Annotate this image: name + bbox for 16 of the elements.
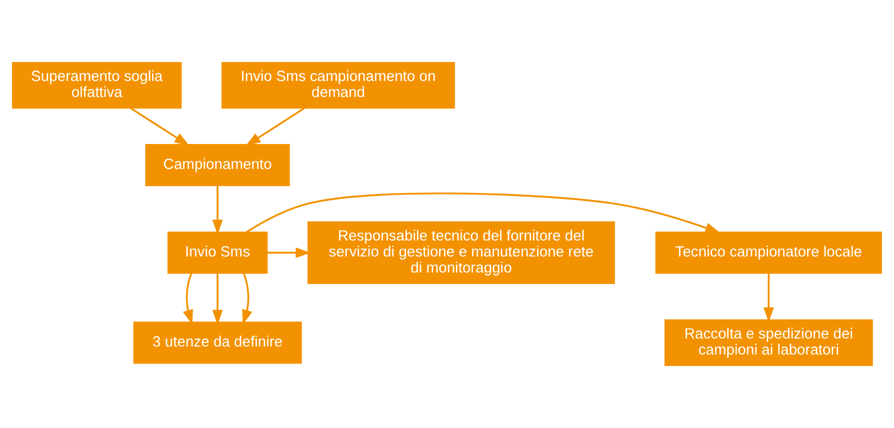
arrow — [212, 273, 223, 325]
arrow — [763, 273, 774, 322]
node-box: Invio Sms — [167, 232, 268, 274]
arrow — [182, 272, 193, 325]
node-box: Raccolta e spedizione dei campioni ai laboratori — [664, 319, 873, 366]
node-box: 3 utenze da definire — [133, 322, 302, 364]
arrow — [212, 186, 223, 235]
arrow — [246, 192, 720, 234]
node-box: Responsabile tecnico del fornitore del servizio di gestione e manutenzione rete di monitoraggio — [308, 221, 615, 284]
arrow — [130, 107, 190, 146]
node-box: Campionamento — [145, 144, 290, 186]
node-box: Invio Sms campionamento on demand — [222, 62, 455, 109]
node-box: Tecnico campionatore locale — [655, 232, 882, 274]
node-box: Superamento soglia olfattiva — [12, 62, 182, 109]
arrow — [242, 272, 252, 325]
arrow — [246, 107, 305, 146]
